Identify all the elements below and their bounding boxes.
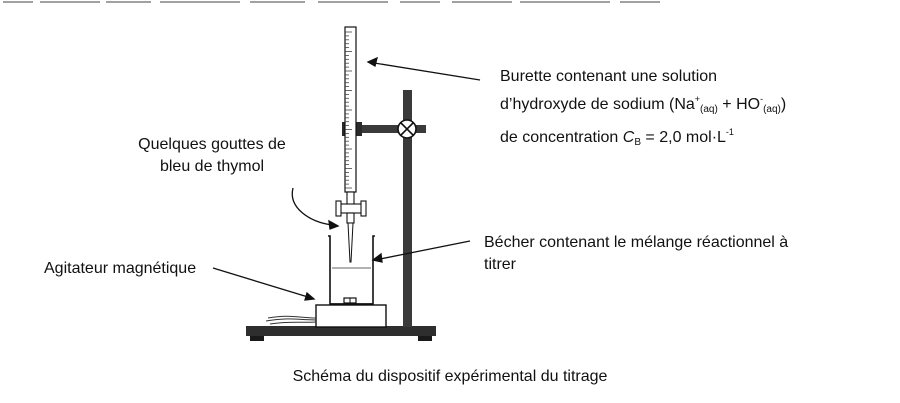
thymol-label-line1: Quelques gouttes de [138,136,286,153]
burette-line2-mid: + HO [717,96,761,113]
cropped-top-text [0,0,900,5]
arrow-becher [374,240,471,261]
burette-line3-prefix: de concentration [500,129,623,146]
concentration-subscript: B [634,137,641,148]
na-state: (aq) [700,104,718,115]
becher-label-line1: Bécher contenant le mélange réactionnel … [484,234,789,251]
ho-state: (aq) [763,104,781,115]
concentration-value: = 2,0 mol·L [640,129,726,146]
burette-label-line2: d’hydroxyde de sodium (Na+(aq) + HO-(aq)… [500,88,786,121]
arrow-thymol [291,187,333,226]
thymol-label-line2: bleu de thymol [159,158,265,175]
becher [328,235,375,305]
stand-base [246,326,436,341]
arrow-agitateur [212,267,309,298]
figure-caption: Schéma du dispositif expérimental du tit… [292,368,608,385]
magnetic-stirrer [265,304,387,328]
arrow-burette [367,61,481,81]
burette-line2-suffix: ) [780,96,787,113]
annotation-arrows [212,56,481,301]
agitateur-label: Agitateur magnétique [44,260,197,277]
burette-label: Burette contenant une solution d’hydroxy… [500,66,786,154]
burette-label-line1: Burette contenant une solution [500,68,718,85]
burette [335,26,367,263]
becher-label-line2: titrer [484,256,516,273]
na-charge: + [694,94,701,104]
concentration-symbol: C [622,129,635,146]
becher-label: Bécher contenant le mélange réactionnel … [484,232,788,276]
ho-charge: - [760,94,764,104]
concentration-exponent: -1 [725,127,734,137]
burette-label-line3: de concentration CB = 2,0 mol·L-1 [500,121,786,154]
stand-rod [403,90,412,327]
thymol-label: Quelques gouttes de bleu de thymol [112,134,312,178]
burette-line2-prefix: d’hydroxyde de sodium (Na [500,96,695,113]
